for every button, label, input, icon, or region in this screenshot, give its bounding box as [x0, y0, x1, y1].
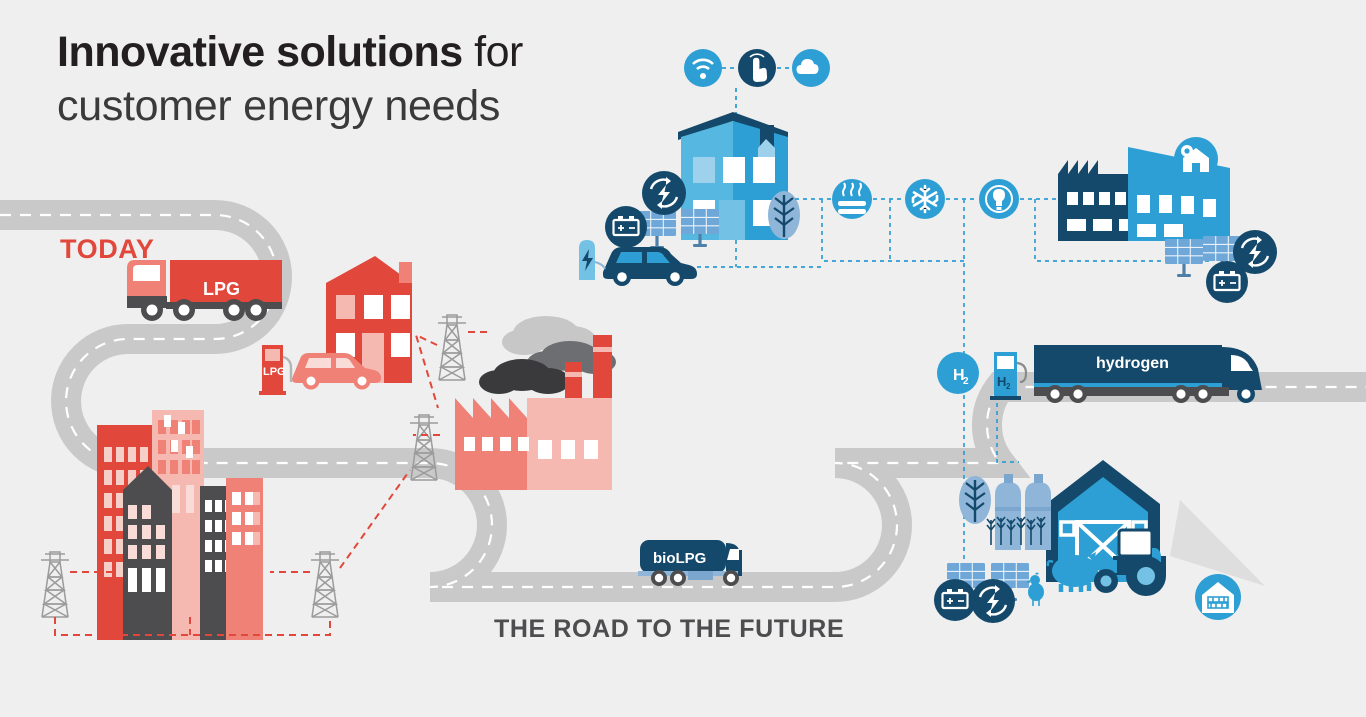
smoke-clouds [479, 316, 616, 394]
lpg-fuel-pump [259, 345, 293, 395]
petrol-car [292, 353, 381, 390]
svg-text:2: 2 [963, 376, 969, 387]
farm [932, 460, 1265, 625]
hydrogen-node-icon: H 2 [937, 352, 979, 394]
house-battery-icon [603, 204, 649, 250]
hydrogen-truck: hydrogen [1034, 345, 1262, 403]
city-skyline [97, 410, 263, 640]
hydrogen-fuel-pump: H 2 [990, 352, 1028, 400]
biolpg-truck-label: bioLPG [653, 550, 706, 567]
grid-dashed-links [54, 331, 490, 636]
biolpg-truck: bioLPG [638, 540, 742, 586]
svg-text:H: H [953, 367, 965, 384]
farm-tree [957, 474, 993, 526]
farm-crops [986, 516, 1046, 545]
house-renewable-icon [640, 169, 688, 217]
lpg-truck-label: LPG [203, 279, 240, 299]
factory-battery-icon [1204, 259, 1250, 305]
cloud-icon [792, 49, 830, 87]
farm-building-icon [1195, 574, 1241, 620]
polluting-factory [455, 316, 616, 490]
heating-icon [832, 179, 872, 219]
lpg-pump-label: LPG [263, 366, 286, 378]
farm-pig [1046, 552, 1107, 592]
farm-renewable-icon [969, 577, 1017, 625]
future-network-links [697, 198, 1210, 560]
svg-text:H: H [997, 374, 1006, 389]
ev-charger [579, 240, 595, 280]
cooling-icon [905, 179, 945, 219]
farm-battery-icon [932, 577, 978, 623]
lpg-delivery-truck [127, 260, 282, 321]
wifi-icon [684, 49, 722, 87]
svg-text:2: 2 [1006, 382, 1011, 391]
farm-tractor [1094, 528, 1166, 596]
electric-car [594, 247, 697, 286]
touch-control-icon [738, 49, 776, 87]
factory-smart-home-icon [1174, 137, 1218, 181]
farm-chicken [1026, 572, 1044, 606]
top-icon-links [722, 67, 791, 122]
lighting-icon [979, 179, 1019, 219]
hydrogen-truck-label: hydrogen [1096, 355, 1169, 372]
